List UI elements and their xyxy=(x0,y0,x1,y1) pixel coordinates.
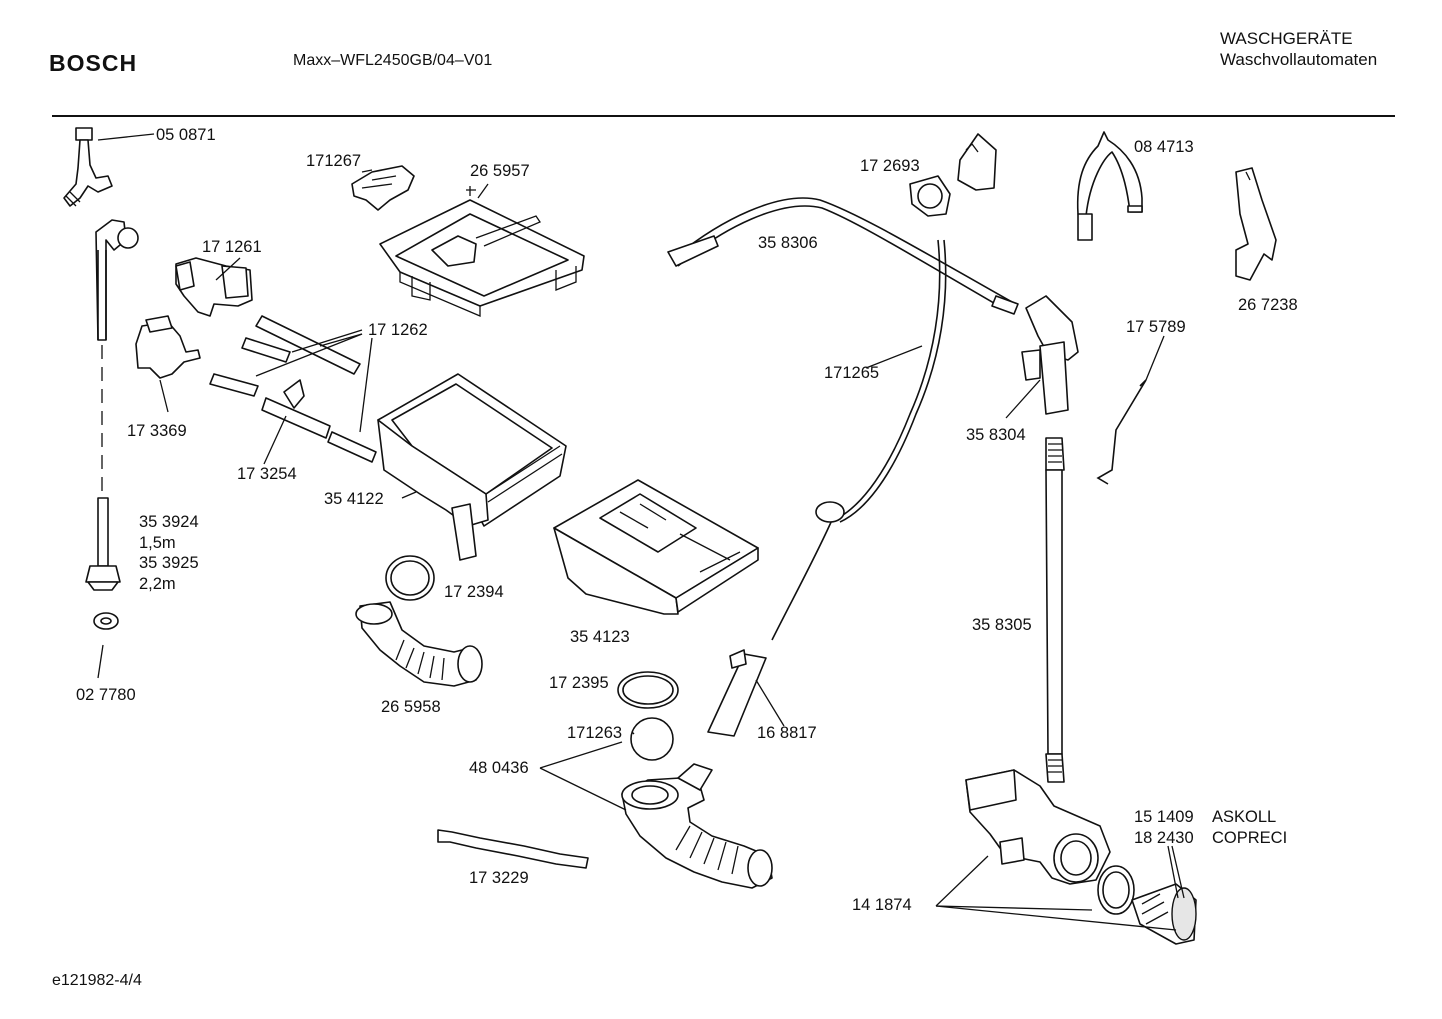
label-141874: 14 1874 xyxy=(852,896,912,914)
label-askoll: ASKOLL xyxy=(1212,808,1276,826)
label-265958: 26 5958 xyxy=(381,698,441,716)
label-173254: 17 3254 xyxy=(237,465,297,483)
label-358304: 35 8304 xyxy=(966,426,1026,444)
part-172693-pressure-switch xyxy=(909,133,997,217)
part-358304-sump-pipe xyxy=(1005,295,1079,419)
part-354123-detergent-drawer xyxy=(553,479,759,615)
label-354122: 35 4122 xyxy=(324,490,384,508)
label-265957: 26 5957 xyxy=(470,162,530,180)
part-358306-vent-hose xyxy=(667,197,1019,315)
label-172693: 17 2693 xyxy=(860,157,920,175)
part-171261-inlet-valve xyxy=(175,257,253,317)
label-354123: 35 4123 xyxy=(570,628,630,646)
diagram-code: e121982-4/4 xyxy=(52,972,142,989)
category-subtitle: Waschvollautomaten xyxy=(1220,50,1378,69)
header-divider xyxy=(52,115,1395,117)
brand-logo: BOSCH xyxy=(49,50,138,76)
label-172394: 17 2394 xyxy=(444,583,504,601)
part-050871-y-connector xyxy=(63,127,155,207)
label-171261: 17 1261 xyxy=(202,238,262,256)
part-480436-sump-hose xyxy=(539,741,773,889)
category-title: WASCHGERÄTE xyxy=(1220,29,1353,48)
label-length-2-2m: 2,2m xyxy=(139,575,176,593)
label-267238: 26 7238 xyxy=(1238,296,1298,314)
part-171267-clip xyxy=(351,165,415,211)
label-182430: 18 2430 xyxy=(1134,829,1194,847)
appliance-category: WASCHGERÄTE Waschvollautomaten xyxy=(1220,28,1377,70)
label-050871: 05 0871 xyxy=(156,126,216,144)
label-length-1-5m: 1,5m xyxy=(139,534,176,552)
label-358305: 35 8305 xyxy=(972,616,1032,634)
label-171267: 171267 xyxy=(306,152,361,170)
part-172394-seal-ring xyxy=(385,555,435,601)
label-171263: 171263 xyxy=(567,724,622,742)
part-173229-small-hose xyxy=(437,829,589,869)
label-084713: 08 4713 xyxy=(1134,138,1194,156)
part-265958-bellows-hose xyxy=(355,601,483,687)
label-353925: 35 3925 xyxy=(139,554,199,572)
part-175789-wire-link xyxy=(1096,335,1165,485)
label-358306: 35 8306 xyxy=(758,234,818,252)
part-172395-ring xyxy=(617,671,679,709)
label-172395: 17 2395 xyxy=(549,674,609,692)
label-171262: 17 1262 xyxy=(368,321,428,339)
part-265957-distributor xyxy=(379,183,585,317)
label-151409: 15 1409 xyxy=(1134,808,1194,826)
part-171262-hoses xyxy=(209,315,377,465)
part-173369-valve xyxy=(135,315,201,413)
part-267238-bracket xyxy=(1235,167,1277,281)
label-171265: 171265 xyxy=(824,364,879,382)
part-358305-drain-tube xyxy=(1045,437,1065,783)
part-171265-pressure-hose xyxy=(771,239,947,641)
part-084713-u-hose xyxy=(1076,131,1143,241)
model-number: Maxx–WFL2450GB/04–V01 xyxy=(293,52,493,69)
label-353924: 35 3924 xyxy=(139,513,199,531)
part-141874-drain-pump xyxy=(935,769,1197,945)
part-354122-drawer-housing xyxy=(377,373,567,561)
label-173369: 17 3369 xyxy=(127,422,187,440)
part-353924-inlet-hose xyxy=(85,219,139,591)
label-173229: 17 3229 xyxy=(469,869,529,887)
label-175789: 17 5789 xyxy=(1126,318,1186,336)
label-copreci: COPRECI xyxy=(1212,829,1287,847)
part-027780-washer xyxy=(93,612,119,679)
part-171263-ball xyxy=(630,717,674,761)
part-168817-pressure-chamber xyxy=(707,649,785,737)
label-027780: 02 7780 xyxy=(76,686,136,704)
label-168817: 16 8817 xyxy=(757,724,817,742)
label-480436: 48 0436 xyxy=(469,759,529,777)
